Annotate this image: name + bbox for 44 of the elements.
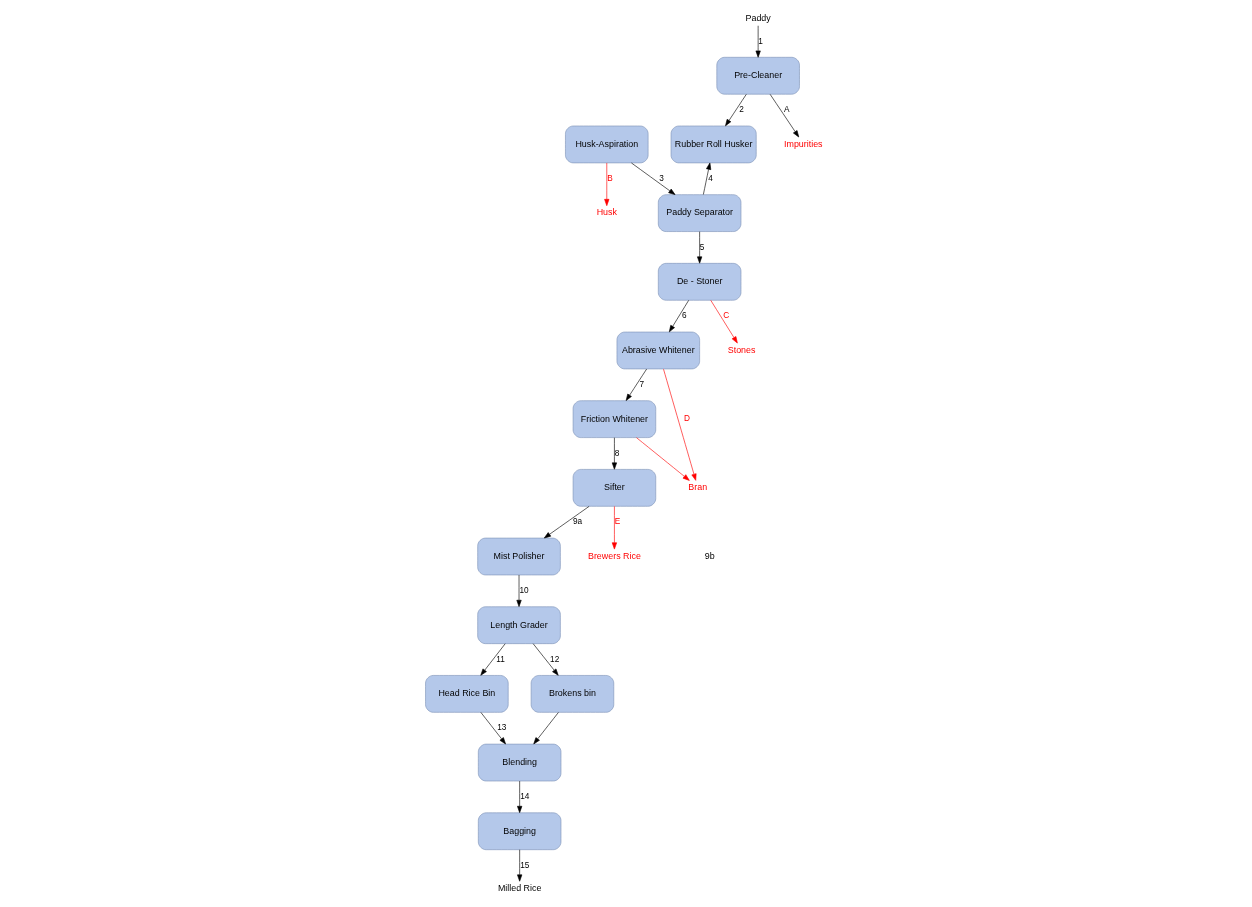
arrow bbox=[724, 93, 747, 127]
arrow bbox=[515, 574, 522, 607]
node-box: Brokens bin bbox=[530, 675, 614, 713]
node-box: Blending bbox=[477, 743, 561, 782]
node-text: Stones bbox=[727, 344, 755, 355]
arrow bbox=[702, 162, 711, 195]
arrow bbox=[625, 368, 647, 401]
node-box: Pre-Cleaner bbox=[715, 57, 800, 95]
arrow bbox=[611, 437, 617, 470]
arrow bbox=[709, 300, 738, 344]
node-text: Impurities bbox=[783, 138, 823, 149]
arrow bbox=[516, 849, 522, 882]
label: 9b bbox=[704, 550, 715, 561]
node-text: Milled Rice bbox=[497, 883, 541, 894]
node-box: Abrasive Whitener bbox=[616, 331, 700, 370]
arrow bbox=[516, 780, 522, 813]
node-box: De - Stoner bbox=[657, 263, 741, 301]
node-box: Sifter bbox=[572, 469, 656, 507]
node-text: Paddy bbox=[745, 12, 771, 23]
node-box: Rubber Roll Husker bbox=[670, 125, 757, 164]
arrow bbox=[532, 643, 559, 676]
arrow bbox=[603, 162, 609, 206]
arrow bbox=[611, 506, 617, 550]
arrow bbox=[543, 506, 589, 539]
arrow bbox=[630, 162, 675, 195]
arrow bbox=[769, 93, 799, 138]
node-text: Husk bbox=[596, 207, 617, 218]
arrow bbox=[532, 712, 559, 745]
arrow bbox=[755, 25, 761, 58]
node-text: Bran bbox=[687, 482, 707, 493]
node-box: Husk-Aspiration bbox=[564, 125, 648, 164]
node-box: Head Rice Bin bbox=[424, 675, 509, 713]
node-box: Mist Polisher bbox=[476, 537, 561, 576]
node-box: Bagging bbox=[477, 812, 561, 850]
arrow bbox=[696, 231, 702, 264]
node-box: Friction Whitener bbox=[572, 400, 656, 438]
arrow bbox=[480, 712, 506, 745]
node-text: Brewers Rice bbox=[587, 550, 641, 561]
arrow bbox=[662, 368, 696, 481]
arrow bbox=[479, 643, 505, 676]
arrow bbox=[668, 300, 689, 333]
node-box: Paddy Separator bbox=[657, 194, 741, 232]
node-box: Length Grader bbox=[476, 606, 561, 644]
arrow bbox=[635, 437, 690, 481]
